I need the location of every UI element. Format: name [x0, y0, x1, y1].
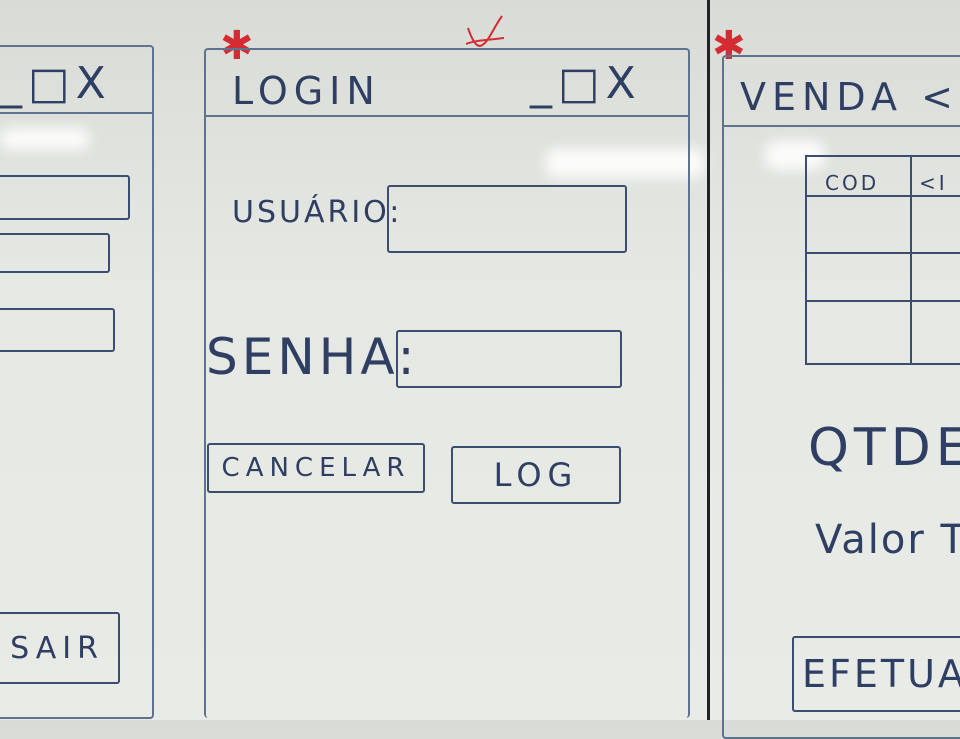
asterisk-mark-icon: ✱ — [220, 23, 254, 69]
table-row-divider — [807, 300, 960, 302]
password-label: SENHA: — [206, 328, 419, 386]
confirm-sale-button[interactable]: EFETUAR — [792, 636, 960, 712]
exit-button[interactable]: SAIR — [0, 612, 120, 684]
login-window-title: LOGIN — [232, 69, 381, 113]
table-header-cod: COD — [825, 171, 880, 195]
quantity-label: QTDEL — [808, 418, 960, 478]
left-window-titlebar-line — [0, 112, 152, 114]
red-check-icon — [465, 15, 505, 48]
asterisk-mark-icon: ✱ — [712, 23, 746, 69]
sale-titlebar-line — [722, 125, 960, 127]
password-input[interactable] — [396, 330, 622, 388]
login-window-controls[interactable]: _□X — [530, 58, 642, 109]
user-label: USUÁRIO: — [232, 195, 403, 230]
board-panel-divider — [707, 0, 710, 720]
left-input-field[interactable] — [0, 175, 130, 220]
table-row-divider — [807, 195, 960, 197]
sale-window-title: VENDA <I — [740, 75, 960, 119]
login-window-frame — [204, 48, 690, 718]
left-window-controls[interactable]: _□X — [0, 58, 112, 109]
items-table: COD <I — [805, 155, 960, 365]
table-column-divider — [910, 157, 912, 363]
left-input-field[interactable] — [0, 308, 115, 352]
total-value-label: Valor To — [815, 517, 960, 563]
glare-spot — [0, 128, 90, 150]
left-window-frame — [0, 45, 154, 719]
cancel-button[interactable]: CANCELAR — [207, 443, 425, 493]
login-button[interactable]: LOG — [451, 446, 621, 504]
glare-spot — [545, 148, 705, 178]
table-row-divider — [807, 252, 960, 254]
left-input-field[interactable] — [0, 233, 110, 273]
user-input[interactable] — [387, 185, 627, 253]
login-titlebar-line — [204, 115, 688, 117]
table-header-item: <I — [919, 171, 948, 195]
